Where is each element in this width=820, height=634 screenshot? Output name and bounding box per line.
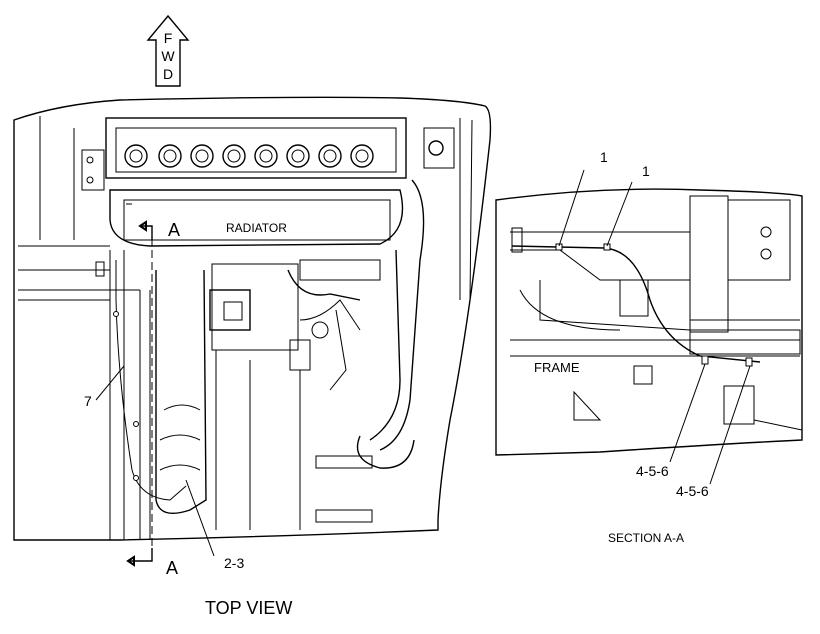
section-mark-bottom: A	[166, 558, 178, 578]
callout-1-left: 1	[600, 149, 608, 165]
fwd-letter-w: W	[161, 48, 175, 64]
callout-7: 7	[84, 393, 92, 409]
fwd-letter-f: F	[164, 30, 173, 46]
leader-1-left	[558, 169, 585, 247]
frame-label: FRAME	[534, 360, 580, 375]
section-view-title: SECTION A-A	[608, 531, 684, 545]
section-boundary	[495, 188, 803, 456]
section-harness	[511, 245, 761, 363]
radiator-tubes	[124, 144, 374, 168]
harness-route	[115, 260, 187, 501]
main-pipe	[155, 269, 207, 514]
callout-2-3: 2-3	[224, 555, 244, 571]
leader-456-left	[669, 363, 706, 463]
radiator-label: RADIATOR	[226, 221, 287, 235]
top-view-boundary	[13, 96, 492, 541]
section-view-drawing: 1 1 FRAME 4-5-6 4-5-6 SECTION A-A	[495, 149, 803, 545]
top-view-drawing: RADIATOR	[13, 96, 492, 618]
right-hose	[356, 435, 415, 469]
leader-7	[95, 365, 125, 401]
leader-1-right	[606, 181, 633, 247]
section-mark-top: A	[168, 220, 180, 240]
fwd-arrow-icon: F W D	[146, 14, 190, 87]
callout-1-right: 1	[642, 163, 650, 179]
callout-456-right: 4-5-6	[676, 483, 709, 499]
callout-456-left: 4-5-6	[636, 463, 669, 479]
radiator-core	[105, 117, 407, 179]
fwd-letter-d: D	[163, 66, 173, 82]
radiator-body	[109, 189, 404, 247]
top-view-title: TOP VIEW	[205, 598, 292, 618]
leader-2-3	[185, 479, 215, 557]
leader-456-right	[709, 365, 751, 485]
